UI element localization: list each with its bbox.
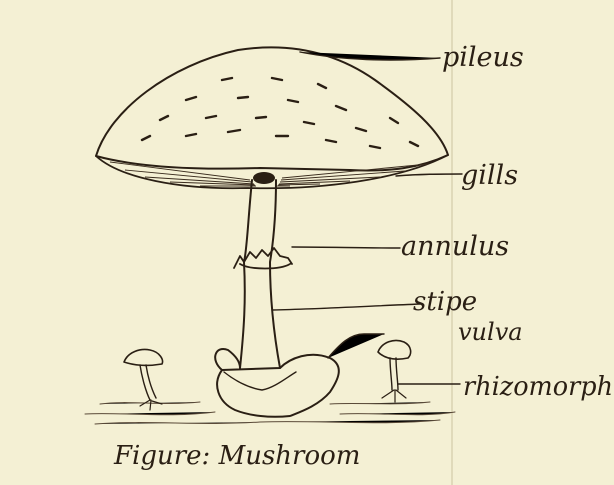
stipe (240, 180, 280, 368)
label-pileus: pileus (442, 42, 524, 73)
label-annulus: annulus (401, 231, 509, 262)
label-vulva: vulva (458, 318, 523, 346)
vulva-leader (328, 334, 384, 358)
label-rhizomorph: rhizomorph (463, 372, 613, 402)
cap-spots (142, 78, 418, 148)
label-stipe: stipe (413, 287, 477, 317)
label-gills: gills (461, 160, 518, 191)
figure-caption: Figure: Mushroom (113, 441, 360, 471)
annulus-ring (234, 248, 292, 269)
volva-cup (215, 349, 339, 417)
leader-lines (272, 52, 462, 384)
small-mushroom-right (378, 340, 411, 402)
stipe-leader (272, 304, 420, 310)
pileus-leader (300, 52, 440, 60)
annulus-leader (292, 247, 400, 248)
pileus-cap (96, 47, 448, 170)
stipe-top (253, 172, 275, 184)
volva-inner (224, 372, 296, 390)
small-mushroom-left (124, 350, 163, 411)
